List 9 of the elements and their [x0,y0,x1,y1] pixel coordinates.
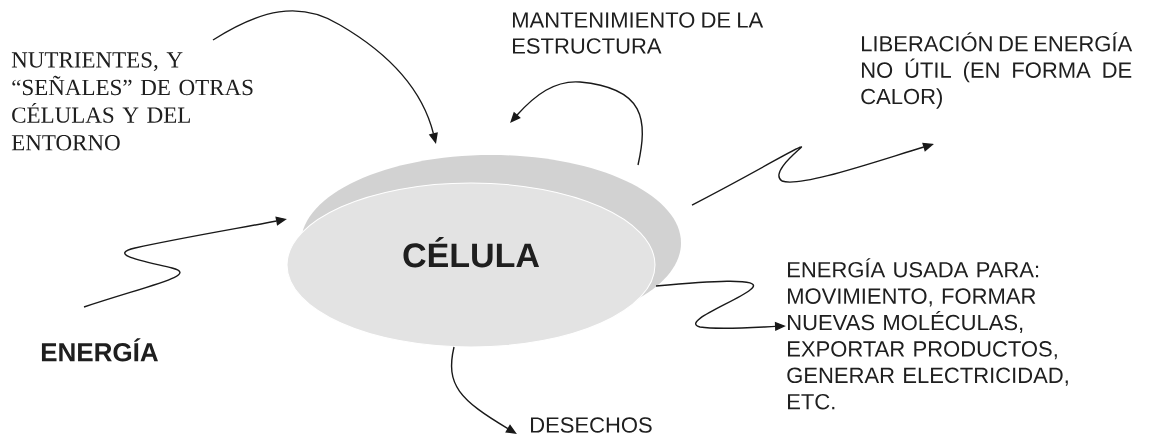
edge-label: MANTENIMIENTO DE LA ESTRUCTURA [513,12,764,54]
cell-disc: CÉLULA [286,155,681,348]
text-label: DESECHOS [531,417,652,433]
text-label: NUTRIENTES, Y “SEÑALES” DE OTRAS CÉLULAS Y DEL ENTORNO [11,52,253,151]
text-label: ENERGÍA USADA PARA: MOVIMIENTO, FORMAR NUEVAS MOLÉCULAS, EXPORTAR PRODUCTOS, GENERAR ELECTRICIDAD, ETC. [787,258,1068,410]
text-label: ENERGÍA [41,338,158,362]
arrow [510,81,643,166]
text-label: LIBERACIÓN DE ENERGÍA NO ÚTIL (EN FORMA DE CALOR) [861,32,1133,109]
arrow [450,346,517,434]
